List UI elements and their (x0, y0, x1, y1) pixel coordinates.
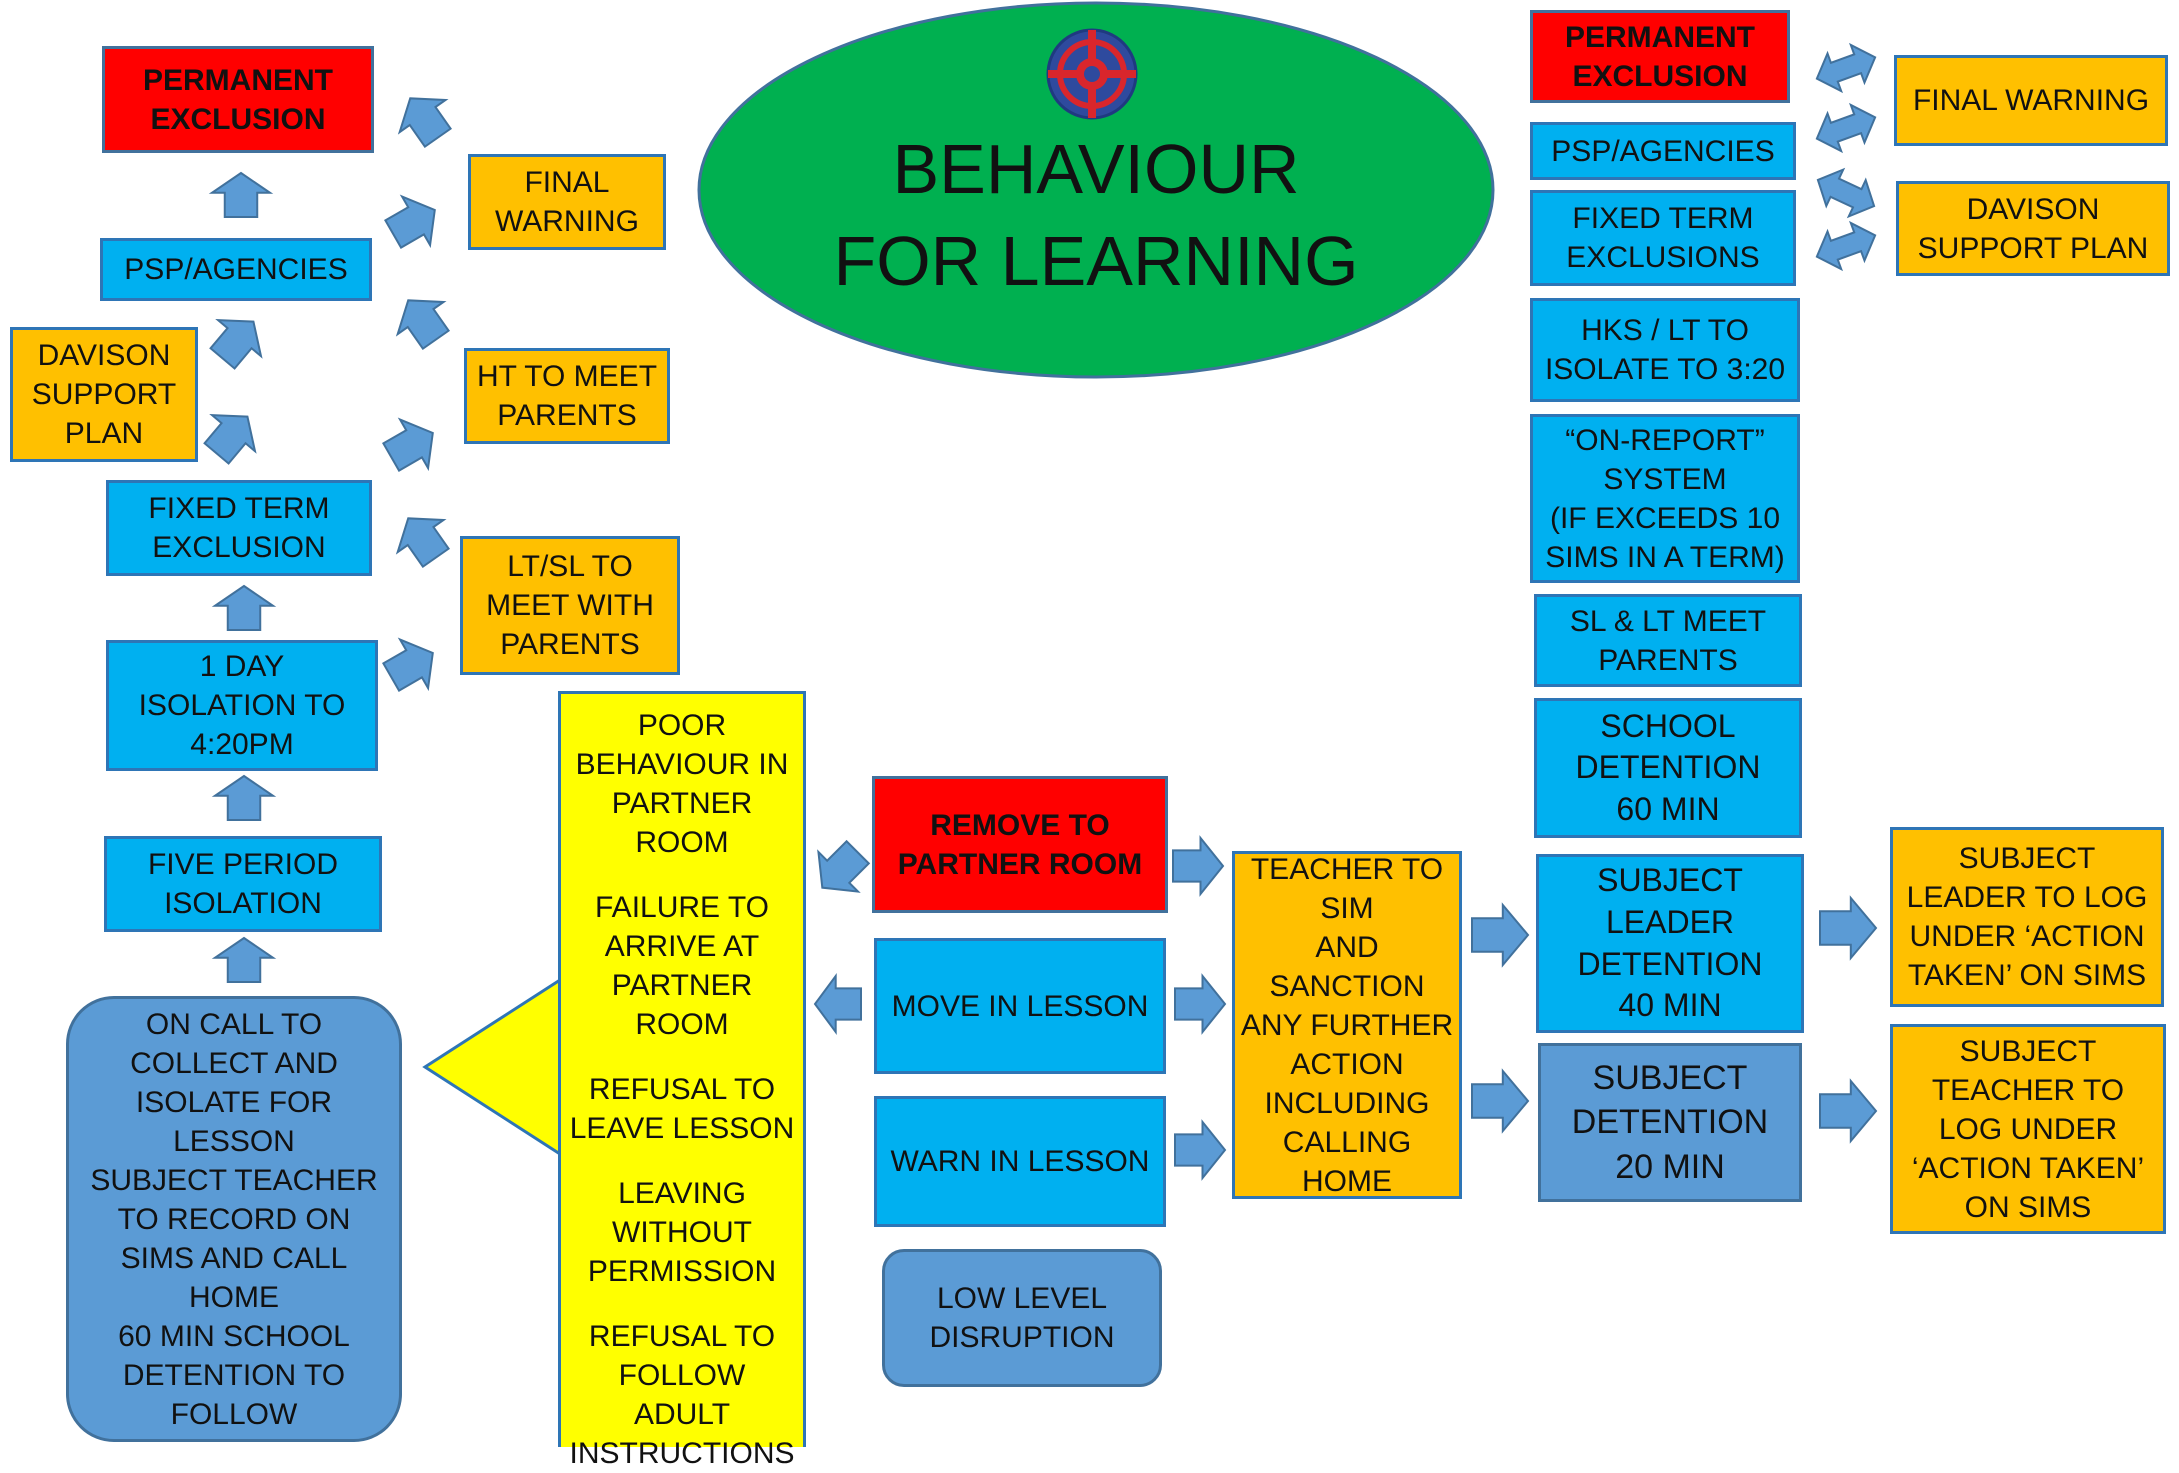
right-permanent-exclusion: PERMANENT EXCLUSION (1530, 10, 1790, 103)
partner-room-big-arrow-head (422, 977, 564, 1157)
arrow-layer (203, 42, 1878, 1181)
up-arrow-icon (211, 774, 277, 821)
warn-in-lesson: WARN IN LESSON (874, 1096, 1166, 1227)
right-subject-leader-log: SUBJECT LEADER TO LOG UNDER ‘ACTION TAKE… (1890, 827, 2164, 1007)
left-psp-agencies: PSP/AGENCIES (100, 238, 372, 301)
double-arrow-icon (1815, 220, 1877, 272)
title-ellipse (697, 1, 1495, 379)
school-crest-icon (1046, 28, 1138, 120)
teacher-to-sim: TEACHER TO SIM AND SANCTION ANY FURTHER … (1232, 851, 1462, 1199)
diagonal-arrow-icon (209, 319, 263, 370)
diagonal-arrow-icon (397, 97, 453, 149)
diagonal-arrow-icon (203, 414, 257, 465)
up-arrow-icon (211, 584, 277, 631)
title-line-2: FOR LEARNING (833, 222, 1358, 300)
right-hks-lt-isolate: HKS / LT TO ISOLATE TO 3:20 (1530, 298, 1800, 402)
right-subject-leader-detention: SUBJECT LEADER DETENTION 40 MIN (1536, 854, 1804, 1033)
diagonal-arrow-icon (382, 417, 434, 472)
left-one-day-isolation: 1 DAY ISOLATION TO 4:20PM (106, 640, 378, 771)
partner-room-reasons: POOR BEHAVIOUR IN PARTNER ROOM FAILURE T… (558, 691, 806, 1470)
double-arrow-icon (1815, 102, 1877, 154)
right-sl-lt-meet-parents: SL & LT MEET PARENTS (1534, 594, 1802, 687)
right-subject-detention: SUBJECT DETENTION 20 MIN (1538, 1043, 1802, 1202)
right-arrow-icon (1172, 835, 1225, 897)
right-arrow-icon (1819, 895, 1878, 961)
double-arrow-icon (1815, 42, 1877, 94)
right-subject-teacher-log: SUBJECT TEACHER TO LOG UNDER ‘ACTION TAK… (1890, 1024, 2166, 1234)
left-davison-support-plan: DAVISON SUPPORT PLAN (10, 327, 198, 462)
right-arrow-icon (1471, 902, 1530, 968)
left-on-call: ON CALL TO COLLECT AND ISOLATE FOR LESSO… (66, 996, 402, 1442)
move-in-lesson: MOVE IN LESSON (874, 938, 1166, 1074)
left-permanent-exclusion: PERMANENT EXCLUSION (102, 46, 374, 153)
right-school-detention: SCHOOL DETENTION 60 MIN (1534, 698, 1802, 838)
up-arrow-icon (211, 936, 277, 983)
reason-refusal-to-leave: REFUSAL TO LEAVE LESSON (569, 1073, 795, 1145)
right-final-warning: FINAL WARNING (1894, 55, 2168, 146)
left-five-period-isolation: FIVE PERIOD ISOLATION (104, 836, 382, 932)
right-arrow-icon (1471, 1068, 1530, 1134)
remove-to-partner-room: REMOVE TO PARTNER ROOM (872, 776, 1168, 913)
diagonal-arrow-icon (384, 194, 436, 249)
left-final-warning: FINAL WARNING (468, 154, 666, 250)
right-arrow-icon (1174, 1119, 1227, 1181)
reason-leaving-without-permission: LEAVING WITHOUT PERMISSION (587, 1177, 777, 1288)
diagonal-arrow-icon (395, 299, 451, 351)
right-fixed-term-exclusions: FIXED TERM EXCLUSIONS (1530, 190, 1796, 286)
reason-refusal-to-follow: REFUSAL TO FOLLOW ADULT INSTRUCTIONS (569, 1320, 795, 1470)
right-arrow-icon (1174, 973, 1227, 1035)
left-lt-sl-meet-parents: LT/SL TO MEET WITH PARENTS (460, 536, 680, 675)
up-arrow-icon (208, 171, 274, 218)
right-psp-agencies: PSP/AGENCIES (1530, 122, 1796, 180)
left-arrow-icon (813, 972, 862, 1036)
left-fixed-term-exclusion: FIXED TERM EXCLUSION (106, 480, 372, 576)
reason-failure-to-arrive: FAILURE TO ARRIVE AT PARTNER ROOM (595, 891, 769, 1041)
title-line-1: BEHAVIOUR (892, 130, 1299, 208)
right-on-report: “ON-REPORT” SYSTEM (IF EXCEEDS 10 SIMS I… (1530, 414, 1800, 583)
low-level-disruption: LOW LEVEL DISRUPTION (882, 1249, 1162, 1387)
double-arrow-icon (1816, 167, 1876, 219)
right-davison-support-plan: DAVISON SUPPORT PLAN (1896, 181, 2170, 276)
diagonal-arrow-icon (395, 517, 451, 569)
right-arrow-icon (1819, 1078, 1878, 1144)
left-ht-meet-parents: HT TO MEET PARENTS (464, 348, 670, 444)
diagonal-arrow-icon (817, 839, 871, 893)
reason-poor-behaviour: POOR BEHAVIOUR IN PARTNER ROOM (575, 709, 789, 859)
diagonal-arrow-icon (382, 637, 434, 692)
